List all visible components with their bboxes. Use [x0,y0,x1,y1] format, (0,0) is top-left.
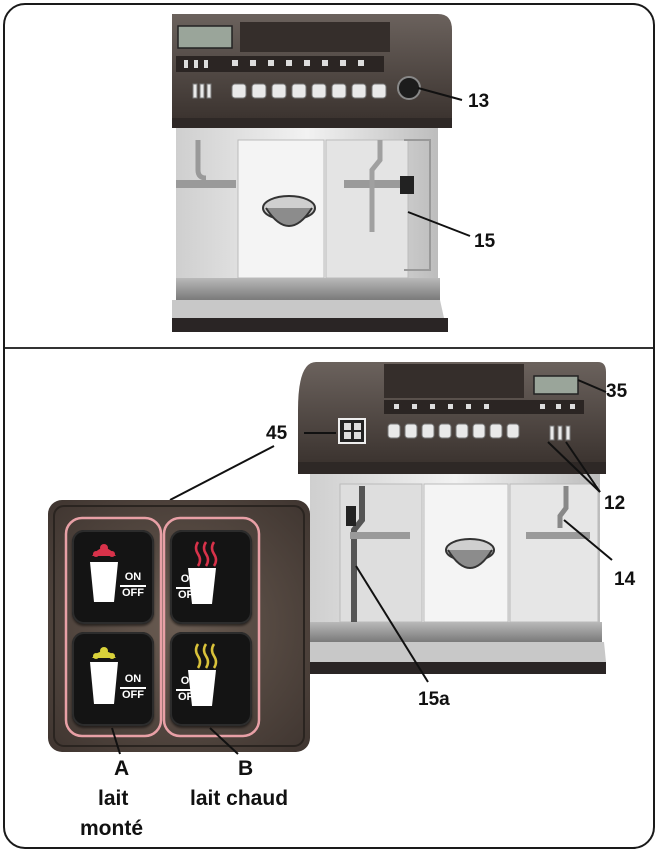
callout-45: 45 [266,423,288,444]
caption-b-letter: B [238,757,254,780]
cup-icon [188,670,216,706]
caption-a-letter: A [114,757,130,780]
callout-12: 12 [604,493,626,514]
top-machine [172,14,452,332]
display-screen-2 [533,375,579,395]
caption-a-line2: monté [80,817,143,840]
milk-panel-small [338,418,366,444]
hot-milk-steam-icon [188,541,218,604]
cup-icon [90,662,118,704]
callout-15: 15 [474,231,496,252]
caption-a-line1: lait [98,787,129,810]
caption-b-text: lait chaud [190,787,289,810]
bottom-machine [298,362,606,674]
hot-milk-steam-icon [188,643,218,706]
callout-35: 35 [606,381,628,402]
cup-icon [90,562,118,602]
cup-icon [188,568,216,604]
callout-15a: 15a [418,689,450,710]
callout-13: 13 [468,91,490,112]
frothed-milk-icon [90,647,118,704]
frothed-milk-icon [90,544,118,602]
callout-14: 14 [614,569,636,590]
steam-knob [397,76,421,100]
display-screen [177,25,233,49]
section-divider [5,347,653,349]
